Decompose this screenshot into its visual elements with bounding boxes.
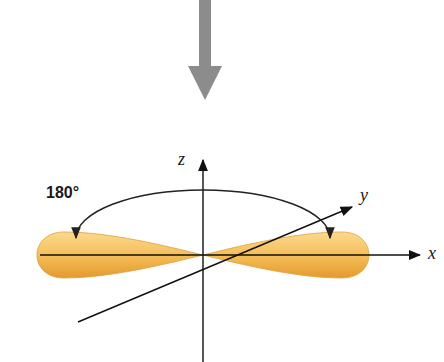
x-axis bbox=[40, 254, 420, 255]
down-arrow bbox=[188, 0, 222, 100]
angle-label: 180° bbox=[46, 184, 79, 202]
axis-label: y bbox=[360, 186, 368, 206]
axis-label: x bbox=[428, 244, 436, 264]
axis-label: z bbox=[178, 150, 185, 170]
y-axis bbox=[78, 207, 352, 322]
angle-arc bbox=[76, 190, 330, 238]
